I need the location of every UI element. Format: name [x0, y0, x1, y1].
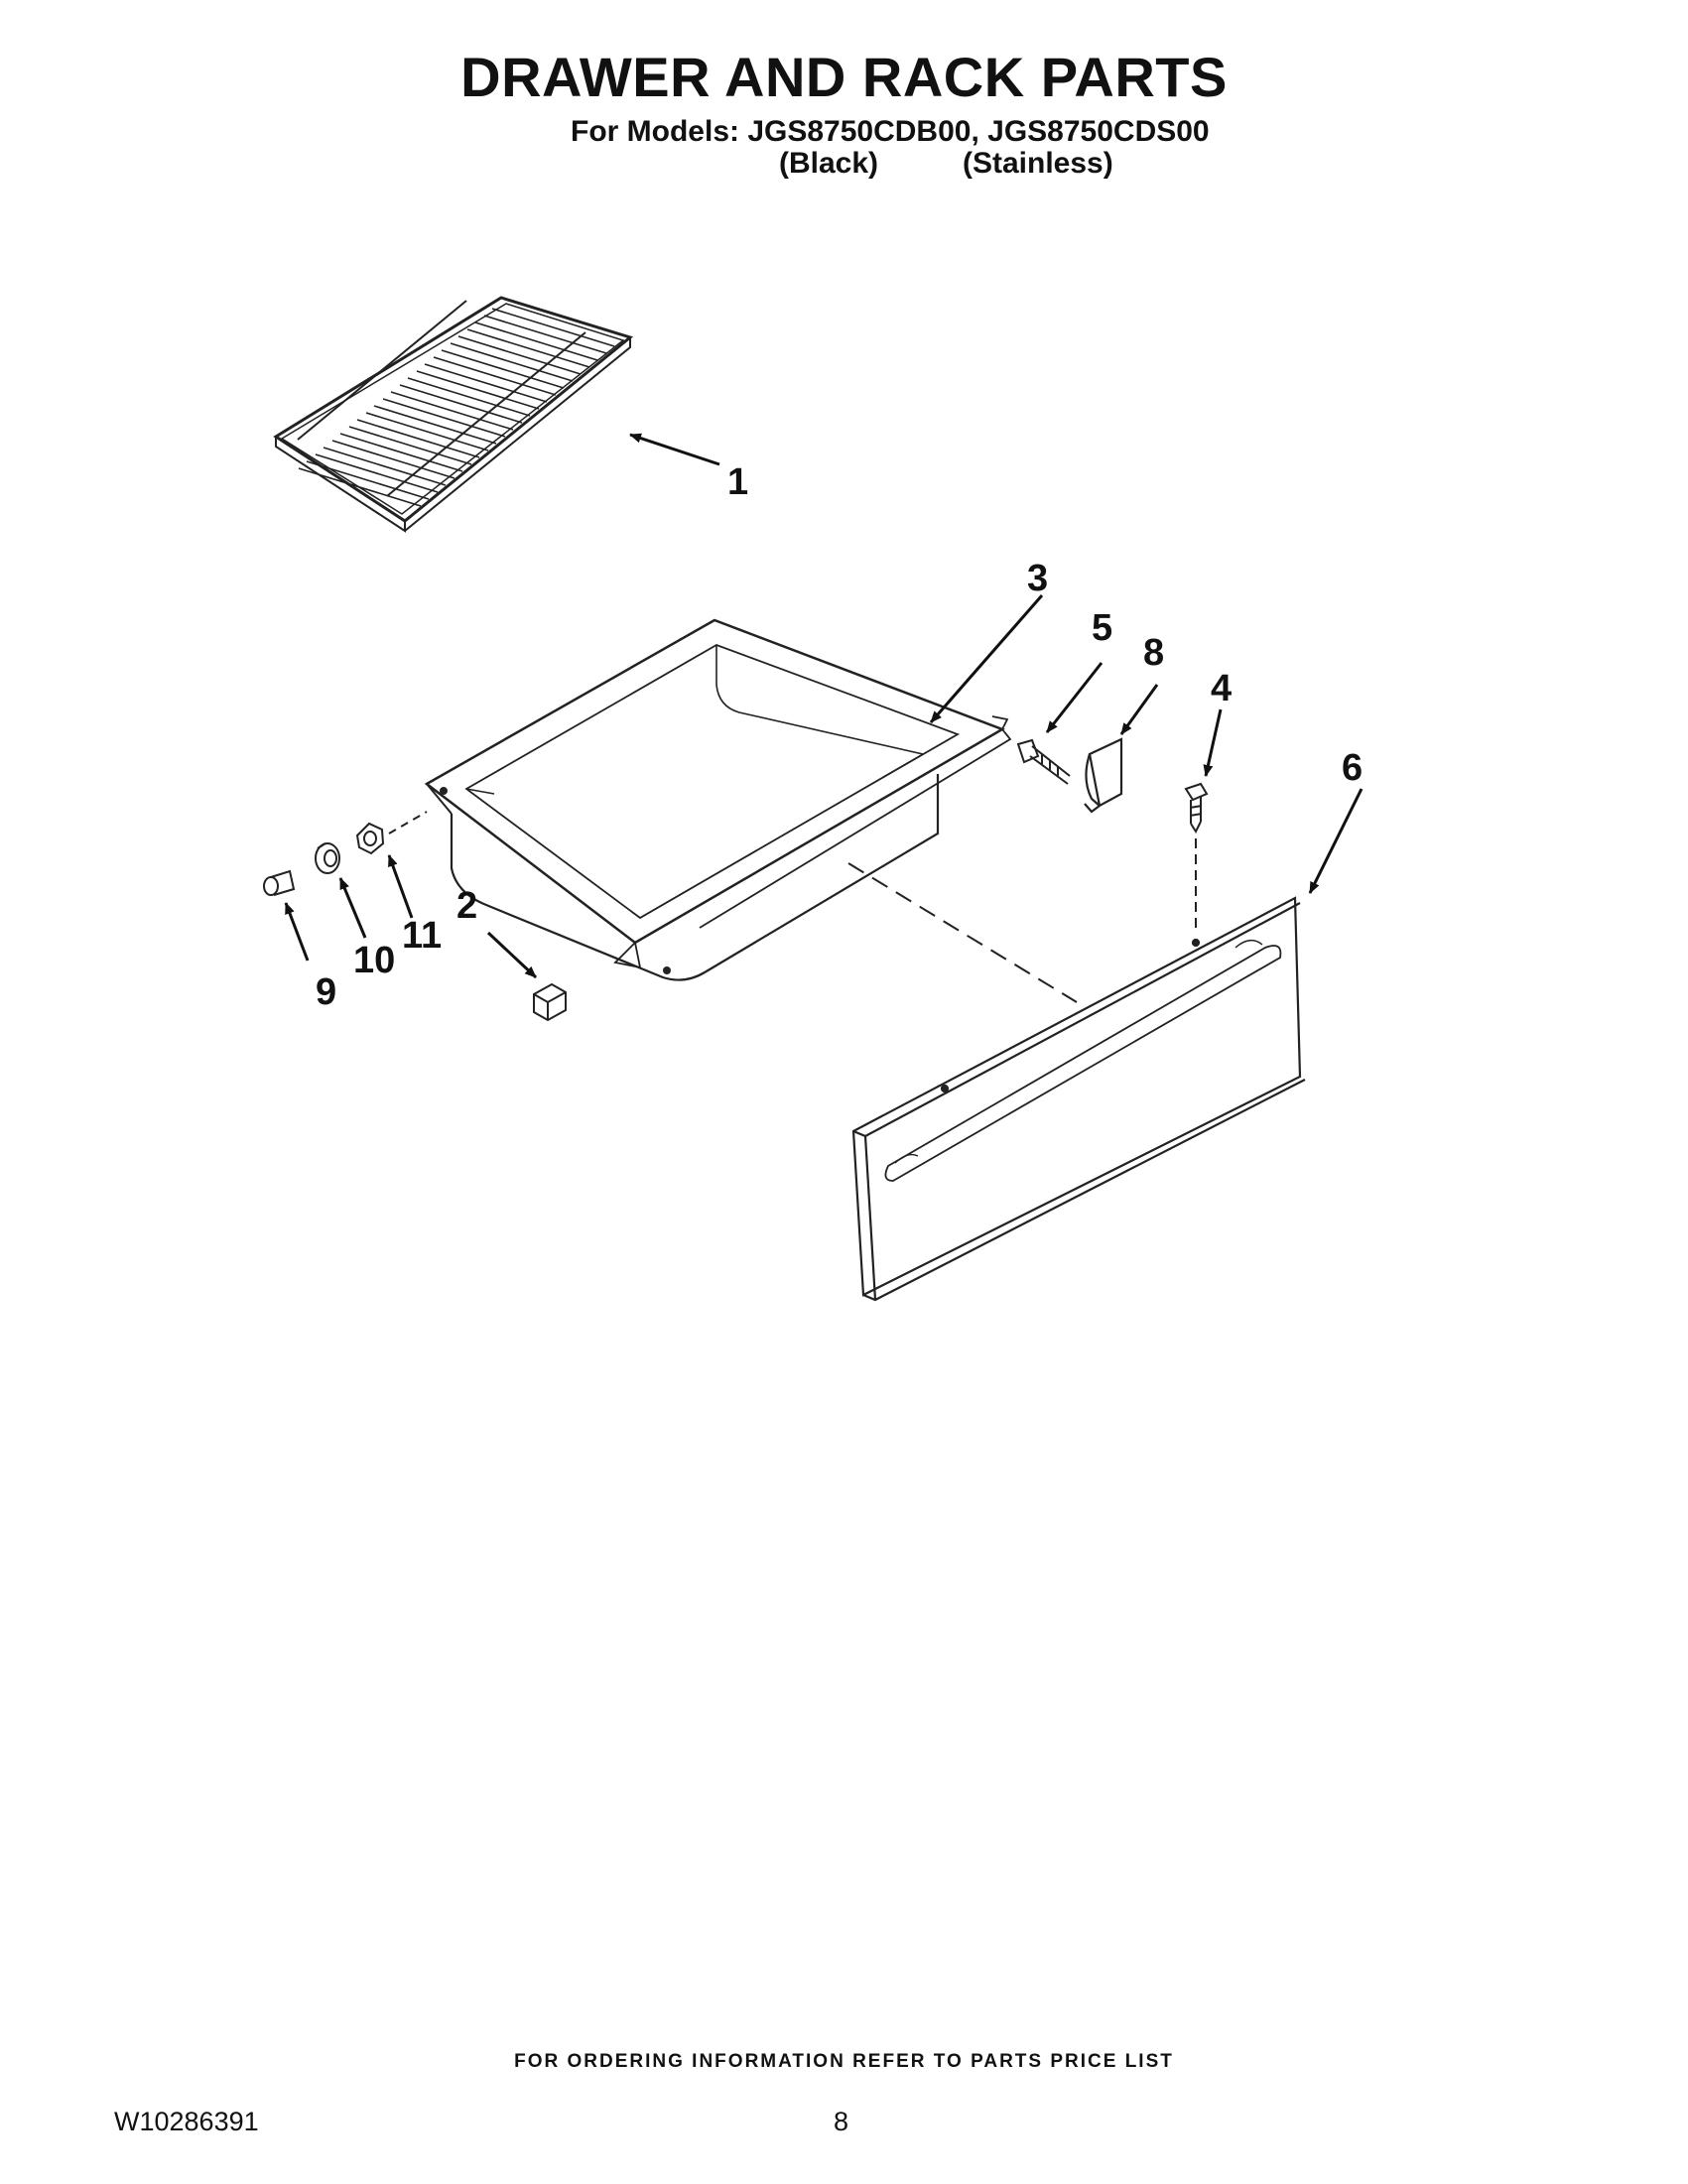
- shoulder-screw-part: [263, 869, 296, 896]
- document-number: W10286391: [114, 2107, 259, 2136]
- callout-9: 9: [316, 971, 336, 1013]
- page-number: 8: [834, 2107, 849, 2136]
- wheel-part: [315, 842, 340, 874]
- models-line: For Models: JGS8750CDB00, JGS8750CDS00: [571, 115, 1210, 148]
- callout-6: 6: [1342, 747, 1363, 789]
- callout-11: 11: [402, 915, 442, 957]
- screw-part-4: [1184, 782, 1209, 835]
- glide-pad-part: [533, 982, 567, 1022]
- variant-stainless-label: (Stainless): [963, 147, 1113, 180]
- callout-4: 4: [1211, 668, 1232, 709]
- page-title: DRAWER AND RACK PARTS: [460, 46, 1228, 108]
- drawer-front-panel-part: [851, 896, 1306, 1302]
- bracket-part: [1084, 737, 1123, 814]
- callout-1: 1: [727, 461, 748, 503]
- variant-black-label: (Black): [779, 147, 879, 180]
- callout-3: 3: [1027, 558, 1048, 599]
- oven-rack-part: [273, 296, 634, 533]
- callout-10: 10: [353, 940, 395, 981]
- callout-5: 5: [1092, 607, 1112, 649]
- nut-part: [355, 822, 385, 855]
- callout-2: 2: [456, 885, 477, 927]
- ordering-note: FOR ORDERING INFORMATION REFER TO PARTS …: [514, 2051, 1174, 2072]
- callout-8: 8: [1143, 632, 1164, 674]
- screw-part-5: [1016, 738, 1071, 785]
- drawer-pan-part: [424, 618, 1012, 981]
